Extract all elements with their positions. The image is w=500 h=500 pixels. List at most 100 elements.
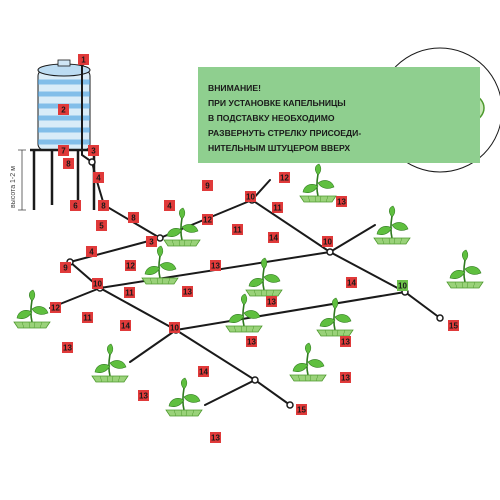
callout-badge: 12 xyxy=(279,172,290,183)
svg-text:14: 14 xyxy=(269,234,278,243)
warning-title: ВНИМАНИЕ! xyxy=(208,83,261,93)
plant xyxy=(163,207,201,247)
plant xyxy=(13,289,51,329)
svg-text:13: 13 xyxy=(139,392,148,401)
warning-line: В ПОДСТАВКУ НЕОБХОДИМО xyxy=(208,113,335,123)
callout-badge: 3 xyxy=(88,145,99,156)
svg-text:15: 15 xyxy=(297,406,306,415)
callout-badges: 1 2 7 3 8 4 6 8 5 8 4 3 4 9 10 12 13 11 … xyxy=(50,54,459,443)
svg-text:10: 10 xyxy=(246,193,255,202)
svg-text:2: 2 xyxy=(61,106,66,115)
svg-text:7: 7 xyxy=(61,147,66,156)
callout-badge: 11 xyxy=(124,287,135,298)
svg-text:12: 12 xyxy=(203,216,212,225)
svg-text:8: 8 xyxy=(101,202,106,211)
callout-badge: 2 xyxy=(58,104,69,115)
callout-badge: 10 xyxy=(397,280,408,291)
svg-text:4: 4 xyxy=(167,202,172,211)
svg-text:9: 9 xyxy=(63,264,68,273)
svg-text:12: 12 xyxy=(280,174,289,183)
callout-badge: 11 xyxy=(272,202,283,213)
svg-text:11: 11 xyxy=(233,226,242,235)
svg-text:13: 13 xyxy=(211,434,220,443)
callout-badge: 4 xyxy=(86,246,97,257)
plant xyxy=(299,163,337,203)
callout-badge: 14 xyxy=(120,320,131,331)
svg-text:11: 11 xyxy=(273,204,282,213)
svg-text:13: 13 xyxy=(341,338,350,347)
svg-text:13: 13 xyxy=(337,198,346,207)
callout-badge: 13 xyxy=(246,336,257,347)
callout-badge: 13 xyxy=(210,432,221,443)
svg-text:1: 1 xyxy=(81,56,86,65)
svg-text:8: 8 xyxy=(131,214,136,223)
callout-badge: 13 xyxy=(266,296,277,307)
callout-badge: 13 xyxy=(210,260,221,271)
tank-height-label: высота 1-2 м xyxy=(10,166,17,208)
warning-line: ПРИ УСТАНОВКЕ КАПЕЛЬНИЦЫ xyxy=(208,98,346,108)
plant xyxy=(289,342,327,382)
svg-text:3: 3 xyxy=(91,147,96,156)
svg-text:10: 10 xyxy=(398,282,407,291)
svg-text:3: 3 xyxy=(149,238,154,247)
callout-badge: 8 xyxy=(63,158,74,169)
callout-badge: 4 xyxy=(93,172,104,183)
svg-text:10: 10 xyxy=(170,324,179,333)
svg-text:13: 13 xyxy=(267,298,276,307)
callout-badge: 8 xyxy=(128,212,139,223)
callout-badge: 13 xyxy=(340,336,351,347)
svg-text:13: 13 xyxy=(341,374,350,383)
callout-badge: 5 xyxy=(96,220,107,231)
callout-badge: 11 xyxy=(82,312,93,323)
callout-badge: 9 xyxy=(202,180,213,191)
warning-notice: ВНИМАНИЕ! ПРИ УСТАНОВКЕ КАПЕЛЬНИЦЫ В ПОД… xyxy=(198,67,480,163)
callout-badge: 14 xyxy=(268,232,279,243)
plant xyxy=(225,293,263,333)
callout-badge: 10 xyxy=(245,191,256,202)
warning-line: РАЗВЕРНУТЬ СТРЕЛКУ ПРИСОЕДИ- xyxy=(208,128,362,138)
callout-badge: 14 xyxy=(198,366,209,377)
callout-badge: 10 xyxy=(322,236,333,247)
callout-badge: 15 xyxy=(296,404,307,415)
callout-badge: 13 xyxy=(138,390,149,401)
callout-badge: 12 xyxy=(125,260,136,271)
svg-text:5: 5 xyxy=(99,222,104,231)
svg-text:4: 4 xyxy=(96,174,101,183)
plant xyxy=(446,249,484,289)
svg-text:11: 11 xyxy=(125,289,134,298)
svg-text:10: 10 xyxy=(323,238,332,247)
callout-badge: 15 xyxy=(448,320,459,331)
svg-text:13: 13 xyxy=(211,262,220,271)
callout-badge: 10 xyxy=(169,322,180,333)
svg-text:15: 15 xyxy=(449,322,458,331)
callout-badge: 10 xyxy=(92,278,103,289)
svg-text:4: 4 xyxy=(89,248,94,257)
callout-badge: 14 xyxy=(346,277,357,288)
svg-text:14: 14 xyxy=(199,368,208,377)
callout-badge: 13 xyxy=(182,286,193,297)
svg-text:12: 12 xyxy=(126,262,135,271)
callout-badge: 4 xyxy=(164,200,175,211)
warning-notice-text: ВНИМАНИЕ! ПРИ УСТАНОВКЕ КАПЕЛЬНИЦЫ В ПОД… xyxy=(208,81,388,156)
plant xyxy=(91,343,129,383)
callout-badge: 12 xyxy=(50,302,61,313)
svg-text:10: 10 xyxy=(93,280,102,289)
svg-text:9: 9 xyxy=(205,182,210,191)
plant xyxy=(165,377,203,417)
svg-text:12: 12 xyxy=(51,304,60,313)
callout-badge: 13 xyxy=(336,196,347,207)
svg-text:13: 13 xyxy=(63,344,72,353)
callout-badge: 13 xyxy=(62,342,73,353)
warning-line: НИТЕЛЬНЫМ ШТУЦЕРОМ ВВЕРХ xyxy=(208,143,351,153)
callout-badge: 3 xyxy=(146,236,157,247)
svg-text:11: 11 xyxy=(83,314,92,323)
callout-badge: 13 xyxy=(340,372,351,383)
callout-badge: 6 xyxy=(70,200,81,211)
callout-badge: 8 xyxy=(98,200,109,211)
svg-text:13: 13 xyxy=(183,288,192,297)
plant xyxy=(373,205,411,245)
svg-text:13: 13 xyxy=(247,338,256,347)
svg-text:14: 14 xyxy=(347,279,356,288)
svg-text:14: 14 xyxy=(121,322,130,331)
height-dimension-line xyxy=(18,149,26,211)
